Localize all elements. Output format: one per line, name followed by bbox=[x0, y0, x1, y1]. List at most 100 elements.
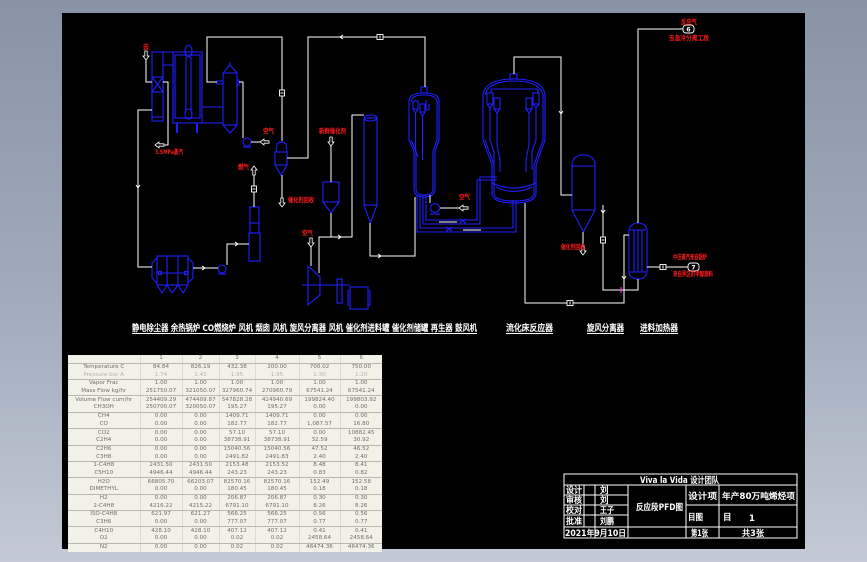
table-cell: 6791.10 bbox=[218, 502, 255, 512]
table-cell: 243.23 bbox=[254, 469, 299, 479]
table-cell: 152.58 bbox=[339, 477, 382, 486]
table-cell: 16.80 bbox=[339, 420, 382, 430]
burner bbox=[248, 206, 261, 262]
table-cell: 254409.29 bbox=[139, 395, 182, 405]
fluidized-bed-reactor bbox=[482, 73, 546, 204]
stream-tag-number: 6 bbox=[686, 27, 690, 34]
column-header: 1 bbox=[139, 355, 182, 364]
table-cell: 0.30 bbox=[298, 494, 340, 503]
table-cell: 4946.44 bbox=[181, 469, 219, 479]
table-cell: 777.07 bbox=[218, 518, 255, 528]
row-label: CH3OH bbox=[68, 404, 140, 413]
sheet-total: 共3张 bbox=[742, 528, 764, 539]
cyclone-separator-2 bbox=[571, 154, 596, 234]
table-cell: 0.56 bbox=[298, 510, 340, 519]
table-cell: 152.49 bbox=[298, 477, 340, 486]
table-cell: 4215.22 bbox=[181, 502, 219, 512]
electrostatic-precipitator bbox=[151, 255, 194, 295]
table-cell: 0.02 bbox=[218, 543, 255, 552]
instrument-marker-icon bbox=[566, 300, 574, 306]
row-label: Vapor Frac bbox=[89, 380, 119, 387]
drawing-name: 反应段PFD图 bbox=[636, 502, 683, 513]
row-label: Pressure bar A bbox=[68, 371, 140, 381]
table-cell: 428.10 bbox=[181, 526, 219, 536]
row-label: O2 bbox=[68, 535, 140, 544]
table-cell: 66203.07 bbox=[181, 477, 219, 486]
stream-tag-7: 7 bbox=[687, 262, 700, 272]
table-cell: 0.00 bbox=[298, 428, 340, 437]
air-blower-2 bbox=[429, 202, 441, 215]
table-cell: 0.00 bbox=[181, 453, 219, 462]
row-label: 1-C4H8 bbox=[93, 462, 115, 469]
table-cell: 0.00 bbox=[181, 543, 219, 552]
table-cell: 46474.36 bbox=[339, 543, 382, 552]
drawing-no-label: 目图 bbox=[688, 513, 703, 523]
table-cell: 777.07 bbox=[254, 518, 299, 528]
stream-tag-6: 6 bbox=[682, 24, 695, 34]
project-label: 设计项 bbox=[688, 491, 718, 502]
table-cell: 0.00 bbox=[181, 486, 219, 495]
label-air-3: 空气 bbox=[459, 192, 470, 201]
column-header bbox=[68, 355, 140, 364]
catalyst-storage-column bbox=[363, 114, 378, 225]
role-label: 批准 bbox=[566, 516, 582, 527]
table-cell: 8.48 bbox=[298, 461, 340, 470]
row-label: DIMETHYL bbox=[68, 486, 140, 495]
table-cell: 1.00 bbox=[254, 379, 299, 388]
table-cell: 0.02 bbox=[254, 543, 299, 552]
stream-labels: 去 3.5MPa蒸汽 空气 燃气 新鲜催化剂 催化剂回收 空气 空气 催化剂回收… bbox=[143, 17, 714, 278]
sheet-label: 第1张 bbox=[691, 528, 708, 539]
table-cell: 2491.82 bbox=[218, 453, 255, 462]
table-cell: 0.82 bbox=[339, 469, 382, 479]
table-cell: 0.00 bbox=[139, 445, 182, 454]
table-cell: 1.95 bbox=[218, 371, 255, 381]
feed-heater bbox=[628, 222, 648, 280]
table-cell: 47.52 bbox=[298, 445, 340, 454]
table-cell: 180.45 bbox=[218, 486, 255, 495]
table-cell: 32.59 bbox=[298, 436, 340, 446]
table-cell: 0.00 bbox=[139, 486, 182, 495]
table-cell: 0.00 bbox=[139, 412, 182, 421]
instrument-marker-icon bbox=[279, 89, 285, 97]
table-cell: 621.27 bbox=[181, 510, 219, 519]
row-label: C5H10 bbox=[68, 469, 140, 479]
table-cell: 320050.07 bbox=[181, 404, 219, 413]
table-cell: 82570.16 bbox=[218, 477, 255, 486]
label-catalyst-recovery: 催化剂回收 bbox=[288, 195, 314, 204]
table-cell: 424940.69 bbox=[254, 395, 299, 405]
table-cell: 250700.07 bbox=[139, 404, 182, 413]
table-cell: 700.02 bbox=[298, 363, 340, 372]
equipment-label-reactor: 流化床反应器 bbox=[506, 322, 554, 334]
table-cell: 1.00 bbox=[298, 379, 340, 388]
table-cell: 0.00 bbox=[139, 543, 182, 552]
row-label: Volume Flow cum/hr bbox=[75, 396, 133, 403]
table-cell: 0.00 bbox=[181, 518, 219, 528]
table-cell: 0.02 bbox=[218, 535, 255, 544]
arrow-left-icon bbox=[259, 138, 270, 146]
column-header: 6 bbox=[339, 355, 382, 364]
table-cell: 46474.36 bbox=[298, 543, 340, 552]
slide-valve-icon bbox=[445, 226, 453, 232]
table-cell: 566.25 bbox=[218, 510, 255, 519]
catalyst-transfer-lines bbox=[416, 176, 517, 233]
table-cell: 182.77 bbox=[254, 420, 299, 430]
table-cell: 10882.45 bbox=[339, 428, 382, 437]
table-cell: 0.00 bbox=[181, 428, 219, 437]
table-cell: 46.52 bbox=[339, 445, 382, 454]
title-block: Viva la Vida 设计团队 反应段PFD图 设计项 年产80万吨烯烃项 … bbox=[563, 473, 798, 539]
arrow-left-icon bbox=[458, 204, 469, 212]
signer-name: 刘 bbox=[600, 495, 609, 506]
table-cell: 0.00 bbox=[139, 453, 182, 462]
row-label: N2 bbox=[99, 544, 108, 551]
column-header: 3 bbox=[218, 355, 255, 364]
